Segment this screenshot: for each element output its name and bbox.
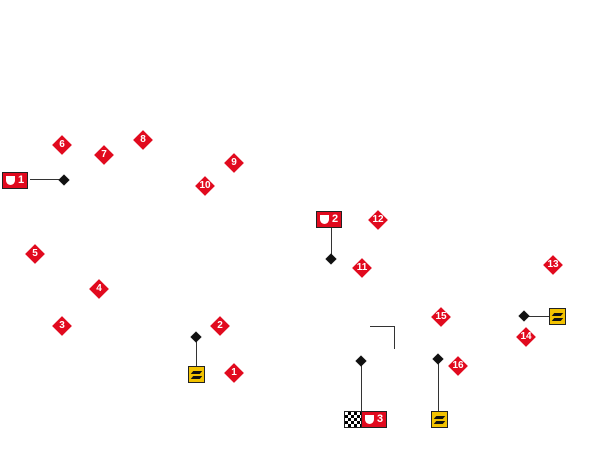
connector-line xyxy=(438,359,439,411)
turn-number: 6 xyxy=(59,139,65,150)
sector-3-marker: 3 xyxy=(361,411,388,428)
turn-number: 4 xyxy=(96,283,102,294)
connector-line xyxy=(524,316,549,317)
checkered-flag-icon xyxy=(344,411,362,428)
sector-2-marker: 2 xyxy=(316,211,343,228)
drs-zone-icon xyxy=(188,366,205,383)
turn-number: 5 xyxy=(32,248,38,259)
turn-marker: 6 xyxy=(52,135,72,155)
turn-number: 14 xyxy=(520,331,532,342)
turn-marker: 1 xyxy=(224,363,244,383)
turn-marker: 8 xyxy=(133,130,153,150)
turn-number: 9 xyxy=(231,157,237,168)
turn-marker: 14 xyxy=(516,327,536,347)
turn-number: 10 xyxy=(199,180,211,191)
turn-marker: 13 xyxy=(543,255,563,275)
turn-marker: 15 xyxy=(431,307,451,327)
drs-point-icon xyxy=(190,331,202,343)
turn-number: 15 xyxy=(435,311,447,322)
turn-marker: 9 xyxy=(224,153,244,173)
connector-line xyxy=(361,361,362,411)
turn-number: 8 xyxy=(140,134,146,145)
turn-marker: 16 xyxy=(448,356,468,376)
sector-1-marker: 1 xyxy=(2,172,29,189)
turn-number: 13 xyxy=(547,259,559,270)
turn-marker: 3 xyxy=(52,316,72,336)
sector-point-icon xyxy=(325,253,337,265)
drs-zone-icon xyxy=(431,411,448,428)
turn-number: 16 xyxy=(452,360,464,371)
sector-label: 3 xyxy=(377,413,384,425)
turn-number: 3 xyxy=(59,320,65,331)
turn-marker: 12 xyxy=(368,210,388,230)
sector-label: 2 xyxy=(332,213,339,225)
turn-number: 2 xyxy=(217,320,223,331)
stopwatch-icon xyxy=(6,176,15,185)
turn-number: 1 xyxy=(231,367,237,378)
turn-marker: 7 xyxy=(94,145,114,165)
track-segment xyxy=(370,326,395,327)
turn-marker: 5 xyxy=(25,244,45,264)
turn-number: 7 xyxy=(101,149,107,160)
stopwatch-icon xyxy=(365,415,374,424)
turn-number: 11 xyxy=(356,262,368,273)
turn-marker: 10 xyxy=(195,176,215,196)
connector-line xyxy=(30,179,64,180)
track-segment xyxy=(394,326,395,349)
connector-line xyxy=(196,337,197,366)
drs-zone-icon xyxy=(549,308,566,325)
connector-line xyxy=(331,228,332,259)
turn-marker: 4 xyxy=(89,279,109,299)
drs-point-icon xyxy=(432,353,444,365)
turn-number: 12 xyxy=(372,214,384,225)
turn-marker: 2 xyxy=(210,316,230,336)
finish-point-icon xyxy=(355,355,367,367)
turn-marker: 11 xyxy=(352,258,372,278)
sector-point-icon xyxy=(58,174,70,186)
sector-label: 1 xyxy=(18,174,25,186)
stopwatch-icon xyxy=(320,215,329,224)
drs-point-icon xyxy=(518,310,530,322)
